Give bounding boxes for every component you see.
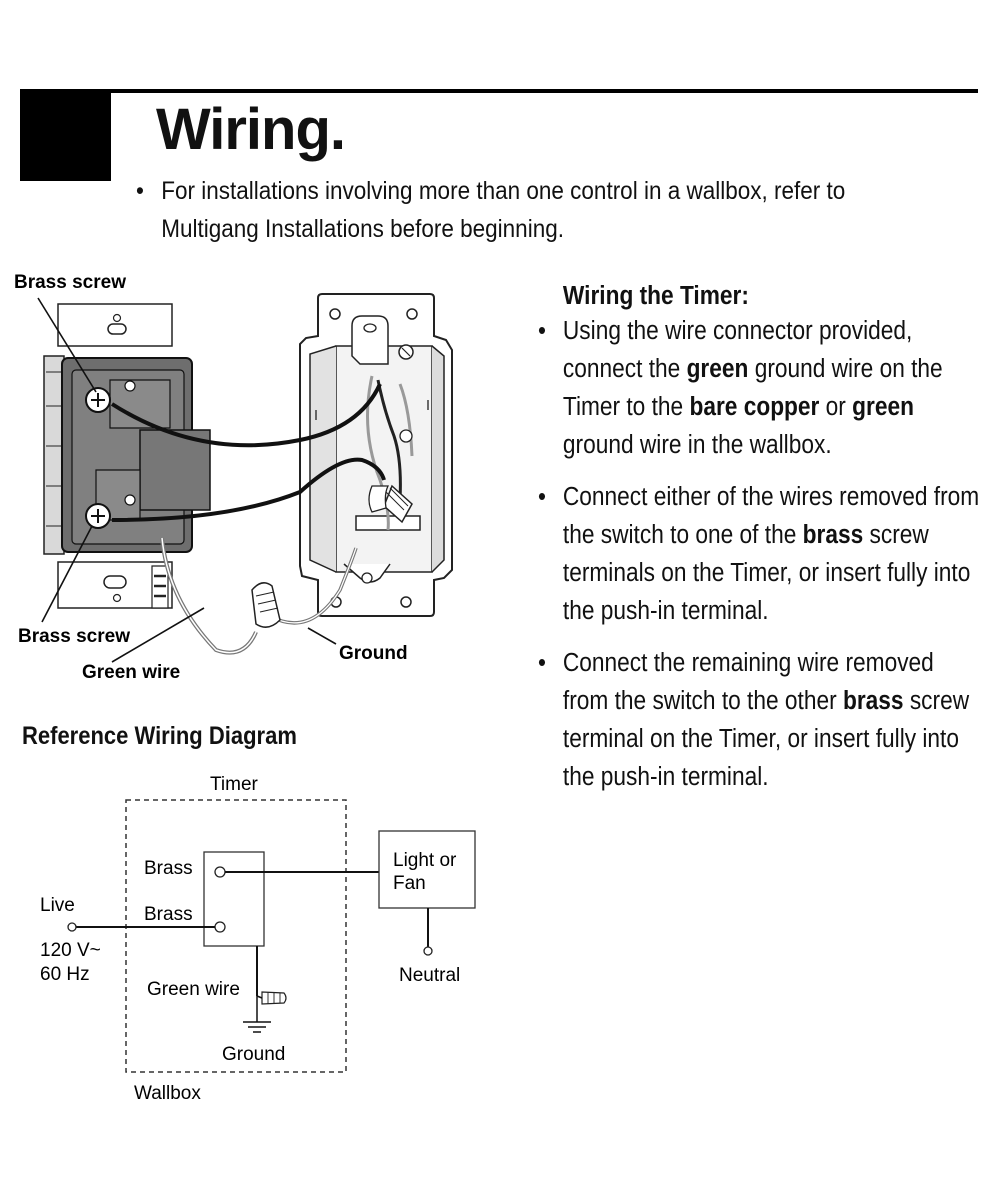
brass-label-1: Brass: [144, 858, 193, 879]
step-text: Connect either of the wires removed from…: [562, 483, 980, 549]
wallbox-label: Wallbox: [134, 1083, 201, 1104]
neutral-terminal: [423, 946, 433, 956]
ground-label: Ground: [222, 1044, 285, 1065]
step-text: screw terminals on the Timer, or insert …: [562, 521, 971, 625]
step-text: ground wire on the Timer to the: [562, 355, 943, 421]
emphasis-text: brass: [842, 687, 904, 715]
voltage-label: 120 V~: [40, 940, 101, 961]
neutral-label: Neutral: [399, 965, 460, 986]
step-text: or: [819, 393, 853, 421]
live-label: Live: [40, 895, 75, 916]
intro-bullet-list: For installations involving more than on…: [136, 172, 856, 248]
timer-step: Using the wire connector provided, conne…: [538, 312, 983, 464]
label-ground: Ground: [339, 643, 408, 664]
timer-instructions-heading: Wiring the Timer:: [562, 282, 749, 310]
intro-bullet: For installations involving more than on…: [136, 172, 856, 248]
timer-label: Timer: [210, 774, 259, 795]
frequency-label: 60 Hz: [40, 964, 90, 985]
emphasis-text: bare copper: [689, 393, 820, 421]
emphasis-text: green: [686, 355, 749, 383]
ground-symbol-icon: [243, 996, 271, 1033]
label-green-wire: Green wire: [82, 662, 180, 683]
green-wire-label: Green wire: [147, 979, 240, 1000]
page-title: Wiring.: [156, 97, 346, 162]
step-text: Using the wire connector provided, conne…: [562, 317, 913, 383]
timer-step: Connect either of the wires removed from…: [538, 478, 983, 630]
timer-step: Connect the remaining wire removed from …: [538, 644, 983, 796]
reference-wiring-diagram: Timer Brass Brass Live 120 V~ 60 Hz Ligh…: [40, 774, 476, 1104]
label-brass-screw-bottom: Brass screw: [18, 626, 130, 647]
wiring-illustration: Brass screw Brass screw Green wire Groun…: [14, 272, 453, 683]
reference-diagram-heading: Reference Wiring Diagram: [22, 722, 297, 750]
brass-label-2: Brass: [144, 904, 193, 925]
emphasis-text: brass: [802, 521, 864, 549]
load-label-line1: Light or: [393, 850, 457, 871]
wallbox-illustration: [299, 293, 453, 617]
load-label-line2: Fan: [393, 873, 426, 894]
brass-terminal-1: [214, 866, 226, 878]
timer-instructions: Wiring the Timer: Using the wire connect…: [538, 280, 983, 810]
timer-switch-illustration: [43, 303, 211, 609]
step-text: Connect the remaining wire removed from …: [562, 649, 934, 715]
ground-wire-nut-icon: [256, 991, 287, 1005]
header-rule: [20, 89, 978, 93]
live-terminal: [67, 922, 77, 932]
step-text: screw terminal on the Timer, or insert f…: [562, 687, 970, 791]
brass-terminal-2: [214, 921, 226, 933]
emphasis-text: green: [852, 393, 914, 421]
label-brass-screw-top: Brass screw: [14, 272, 126, 293]
timer-box: [203, 851, 265, 947]
step-text: ground wire in the wallbox.: [562, 431, 832, 459]
wire-nut-illustration: [251, 582, 281, 628]
section-marker-block: [20, 89, 111, 181]
timer-steps-list: Using the wire connector provided, conne…: [538, 312, 983, 796]
wallbox-boundary: [125, 799, 347, 1073]
